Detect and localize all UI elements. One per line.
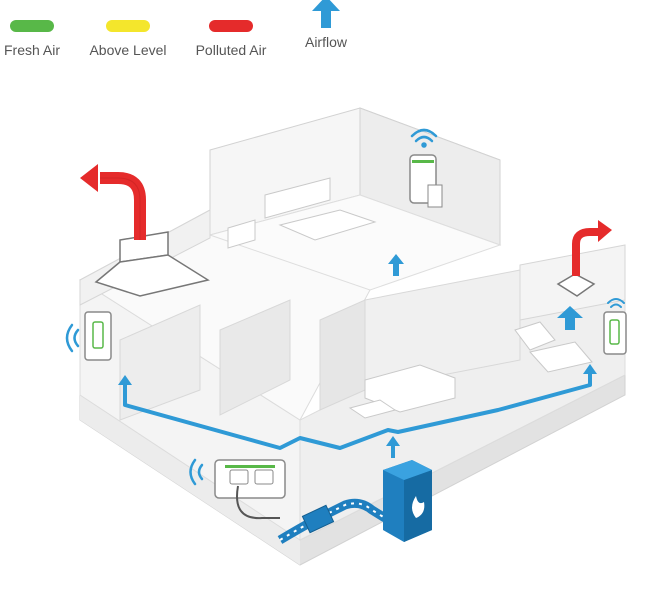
legend-airflow: Airflow	[294, 0, 358, 50]
legend-above-level: Above Level	[82, 20, 174, 58]
fan-exhaust-arrow-icon	[598, 220, 612, 242]
legend-polluted-air: Polluted Air	[186, 20, 276, 58]
legend-fresh-air: Fresh Air	[0, 20, 72, 58]
basement-controller	[189, 458, 286, 520]
duct-damper	[277, 498, 388, 544]
wifi-icon	[65, 323, 80, 353]
wifi-icon	[607, 298, 625, 308]
legend: Fresh Air Above Level Polluted Air Airfl…	[0, 0, 645, 70]
flame-icon	[412, 496, 425, 518]
left-wall-switch	[65, 311, 112, 361]
exhaust-arrow-icon	[80, 164, 98, 192]
right-wall-switch	[603, 298, 627, 355]
bathroom-fan	[556, 220, 612, 297]
duct-network	[123, 372, 592, 458]
airflow-arrows	[118, 254, 597, 446]
furniture	[227, 177, 593, 419]
above-level-label: Above Level	[89, 42, 167, 58]
furnace	[383, 460, 432, 542]
fresh-air-label: Fresh Air	[3, 42, 60, 58]
upstairs-sensor	[409, 128, 443, 208]
above-level-swatch	[106, 20, 150, 32]
airflow-arrow-left-room	[118, 375, 132, 385]
range-hood	[80, 164, 210, 297]
airflow-arrow-upstairs	[388, 254, 404, 276]
up-arrow-icon	[312, 0, 340, 28]
polluted-air-swatch	[209, 20, 253, 32]
wifi-icon	[410, 128, 438, 148]
airflow-arrow-furnace	[386, 436, 400, 446]
airflow-label: Airflow	[304, 34, 347, 50]
airflow-arrow-right-room	[583, 364, 597, 374]
wifi-icon	[189, 458, 204, 486]
fresh-air-swatch	[10, 20, 54, 32]
airflow-arrow-bathroom	[557, 306, 583, 330]
polluted-air-label: Polluted Air	[195, 42, 267, 58]
